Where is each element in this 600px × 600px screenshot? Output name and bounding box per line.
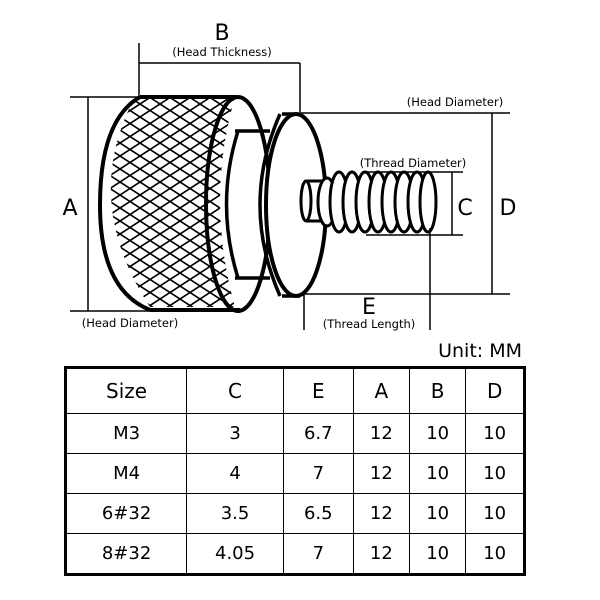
table-cell: 10 — [465, 533, 525, 575]
table-cell: M3 — [64, 413, 188, 454]
table-cell: 10 — [408, 413, 467, 454]
table-cell: 4.05 — [186, 533, 284, 575]
label-a-caption: (Head Diameter) — [82, 316, 178, 330]
table-header-cell: D — [465, 367, 525, 414]
label-c-letter: C — [457, 196, 472, 221]
dimension-b: B (Head Thickness) — [138, 21, 301, 112]
table-cell: 10 — [465, 413, 525, 454]
label-e-caption: (Thread Length) — [323, 317, 416, 331]
label-a-letter: A — [62, 196, 77, 221]
thread-coil — [418, 170, 438, 234]
table-cell: 6.5 — [282, 493, 354, 534]
table-header-cell: B — [408, 367, 467, 414]
table-cell: 6#32 — [64, 493, 188, 534]
screw-neck — [224, 129, 270, 280]
table-cell: 7 — [282, 533, 354, 575]
table-cell: 10 — [408, 453, 467, 494]
table-cell: 10 — [465, 493, 525, 534]
unit-label: Unit: MM — [438, 340, 522, 362]
label-b-letter: B — [214, 21, 229, 46]
dimension-c: C (Thread Diameter) — [360, 156, 473, 236]
table-cell: 12 — [352, 453, 411, 494]
table-header-cell: E — [282, 367, 354, 414]
table-cell: 3.5 — [186, 493, 284, 534]
table-cell: 10 — [408, 493, 467, 534]
table-cell: M4 — [64, 453, 188, 494]
table-header-cell: C — [186, 367, 284, 414]
knurled-head — [97, 95, 272, 313]
table-cell: 4 — [186, 453, 284, 494]
table-cell: 3 — [186, 413, 284, 454]
dimension-a: A (Head Diameter) — [62, 96, 180, 330]
label-d-letter: D — [500, 196, 517, 221]
label-c-caption: (Thread Diameter) — [360, 156, 467, 170]
table-cell: 12 — [352, 413, 411, 454]
thumb-screw-diagram: B (Head Thickness) A (Head Diameter) — [62, 21, 517, 331]
table-cell: 8#32 — [64, 533, 188, 575]
threaded-shaft — [299, 170, 438, 234]
label-d-caption: (Head Diameter) — [407, 95, 503, 109]
label-b-caption: (Head Thickness) — [172, 45, 272, 59]
table-cell: 7 — [282, 453, 354, 494]
table-cell: 6.7 — [282, 413, 354, 454]
table-cell: 10 — [408, 533, 467, 575]
dimension-d: D (Head Diameter) — [300, 95, 517, 295]
table-header-cell: Size — [64, 367, 188, 414]
table-header-cell: A — [352, 367, 411, 414]
table-cell: 12 — [352, 493, 411, 534]
table-cell: 10 — [465, 453, 525, 494]
label-e-letter: E — [362, 295, 376, 320]
dimension-e: E (Thread Length) — [303, 228, 431, 331]
table-cell: 12 — [352, 533, 411, 575]
